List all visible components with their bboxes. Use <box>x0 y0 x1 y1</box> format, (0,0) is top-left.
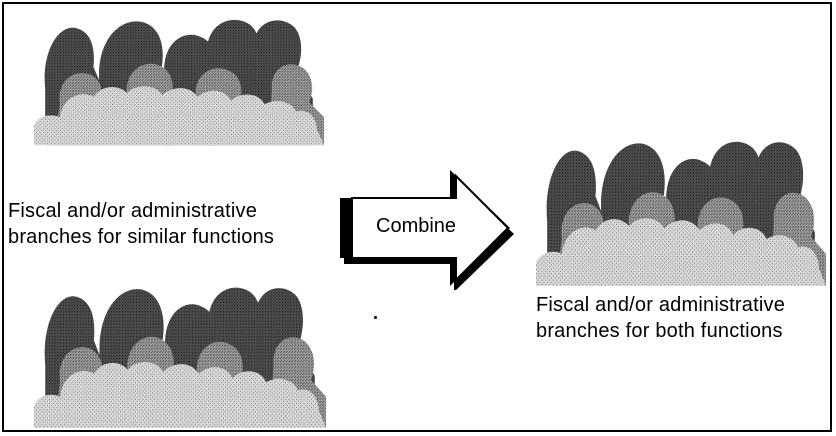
result-caption-line2: branches for both functions <box>536 320 783 342</box>
stray-dot <box>374 316 377 319</box>
result-caption: Fiscal and/or administrative branches fo… <box>536 292 785 344</box>
combine-label: Combine <box>376 215 457 237</box>
crowd-right-image <box>536 136 826 286</box>
combine-arrow <box>340 170 520 295</box>
result-caption-line1: Fiscal and/or administrative <box>536 294 786 316</box>
crowd-bottom-left-image <box>34 282 326 428</box>
source-caption: Fiscal and/or administrative branches fo… <box>8 198 274 250</box>
source-caption-line2: branches for similar functions <box>8 226 275 248</box>
source-caption-line1: Fiscal and/or administrative <box>8 200 258 222</box>
crowd-top-left-image <box>34 10 324 150</box>
